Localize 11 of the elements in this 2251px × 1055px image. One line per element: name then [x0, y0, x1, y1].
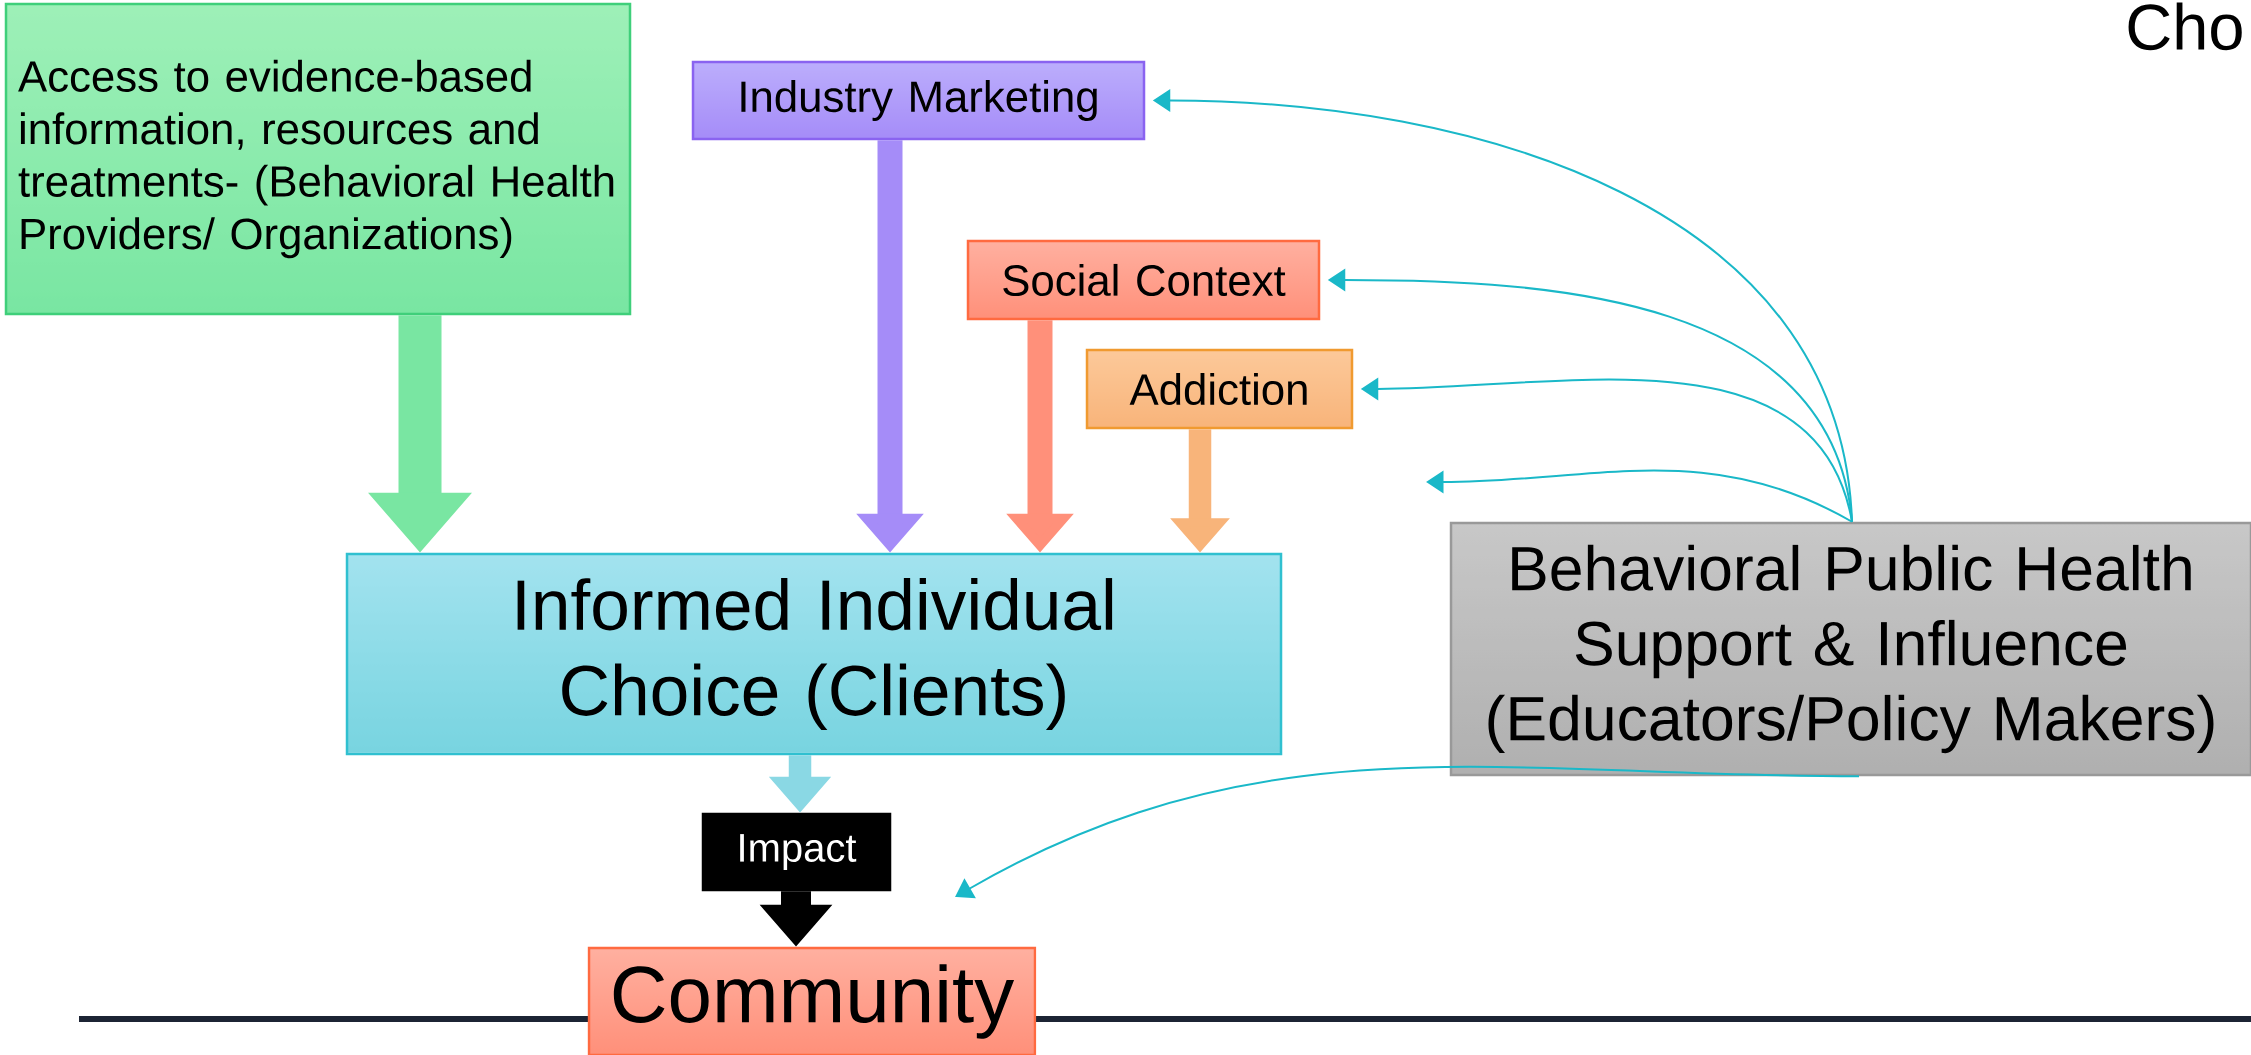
factor-box: Addiction: [1085, 348, 1354, 430]
impact-box: Impact: [701, 812, 892, 892]
arrow: [955, 765, 1860, 899]
source-box: Access to evidence-based information, resources and treatments- (Behavioral Health Providers/ Organizations): [4, 2, 632, 316]
factor-box: Social Context: [966, 239, 1321, 321]
title: Cho: [2128, 2, 2242, 51]
community-box: Community: [587, 946, 1037, 1055]
arrow: [1426, 469, 1853, 523]
choice-box: Informed Individual Choice (Clients): [345, 552, 1283, 756]
support-box: Behavioral Public Health Support & Influence (Educators/Policy Makers): [1449, 521, 2251, 777]
factor-box: Industry Marketing: [691, 60, 1146, 141]
